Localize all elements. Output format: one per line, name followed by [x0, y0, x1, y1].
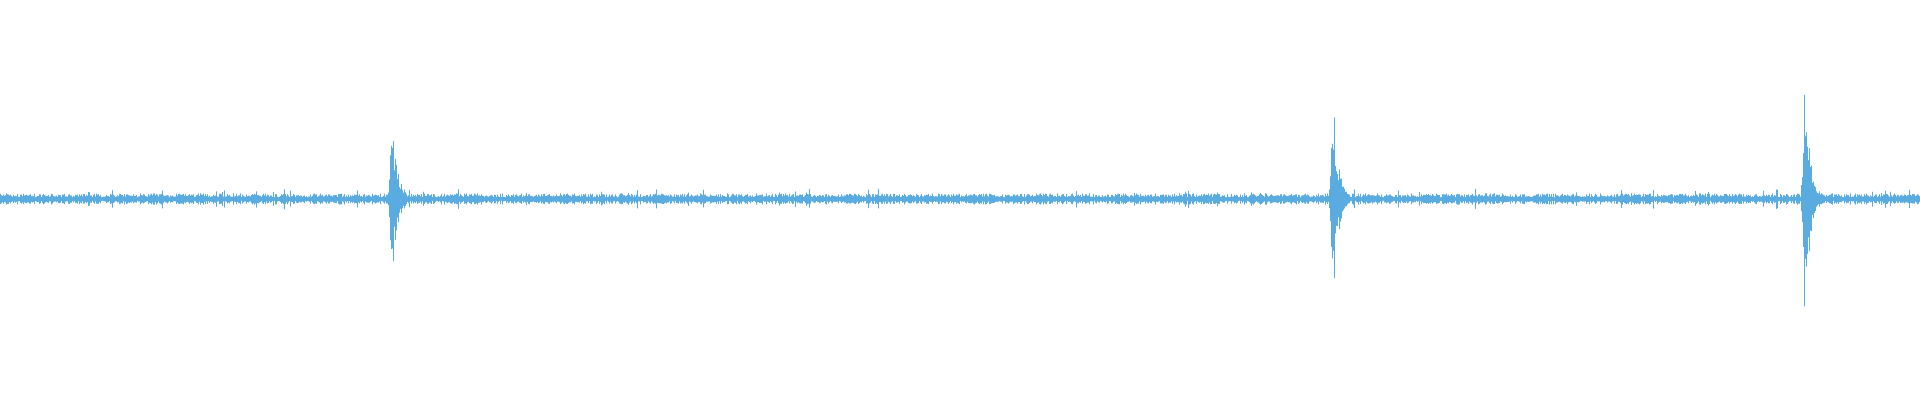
waveform-samples: [0, 94, 1920, 307]
waveform-path: [0, 94, 1920, 307]
